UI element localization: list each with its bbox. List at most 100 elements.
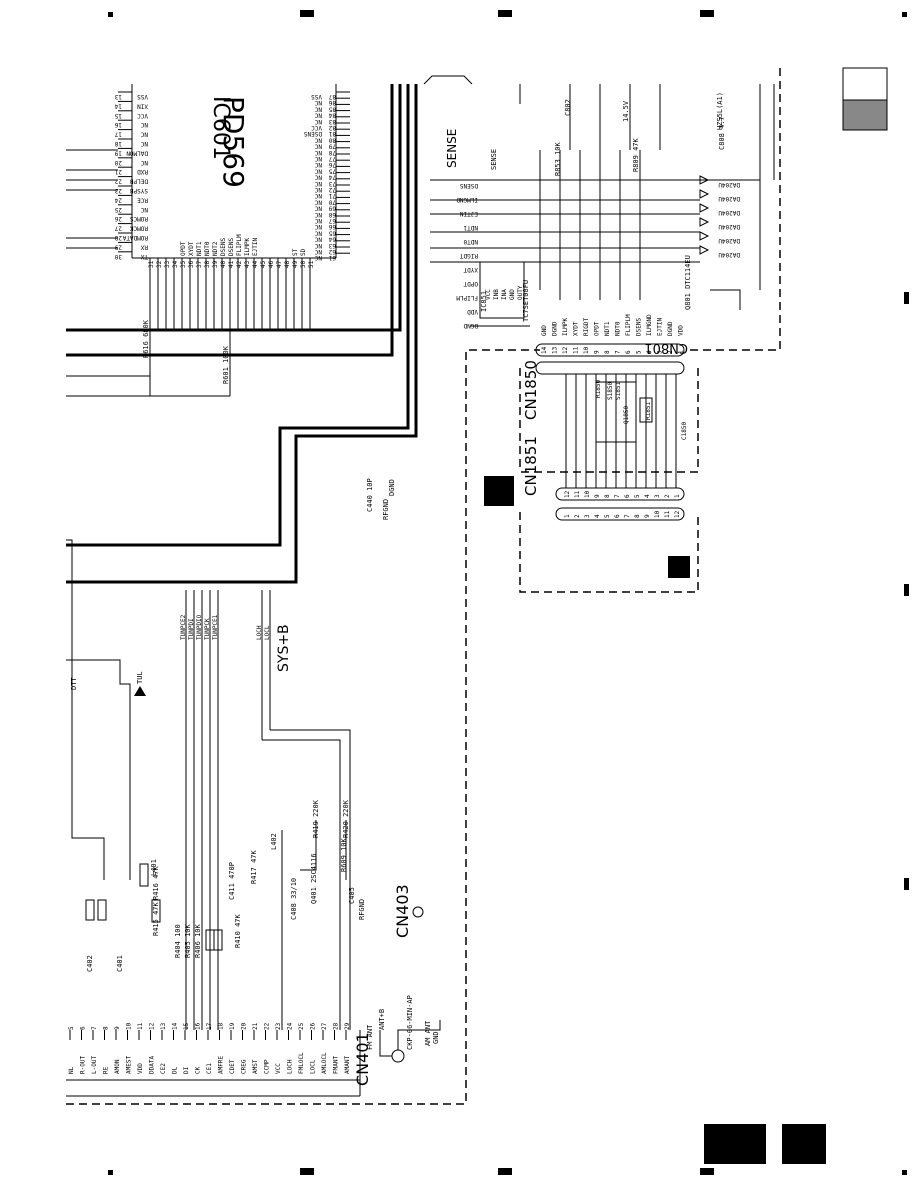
diode-label: DA204U (718, 209, 740, 216)
ic601-left-pin-name: XIN (137, 102, 148, 109)
cn401-pin-name: AMFRE (218, 1056, 225, 1074)
ic601-right-pin-name: NC (314, 143, 322, 150)
ic851-ref: IC851 (480, 291, 488, 312)
ic601-right-pin-name: NC (314, 186, 322, 193)
ic601-right-pin-name: NC (314, 242, 322, 249)
tuner-signal-label: TUNPDI (188, 618, 195, 640)
ic601-right-pin-name: NC (314, 99, 322, 106)
cn801-signal: RIGDT (583, 318, 590, 336)
cn401-pin-name: AMON (114, 1059, 121, 1074)
cn401-pin-num: 20 (241, 1022, 248, 1030)
ic601-right-pin-name: NC (314, 254, 322, 261)
ic601-left-pin-num: 14 (114, 102, 122, 109)
cn801-pin-num: 8 (604, 350, 611, 354)
cn801-pin-num: 13 (552, 346, 559, 354)
cn1851-pin-num: 10 (584, 490, 591, 498)
cn401-pin-name: CDET (229, 1059, 236, 1074)
ic601-right-pin-name: NC (314, 205, 322, 212)
ic601-right-pin-name: NC (314, 248, 322, 255)
l401-label: L401 (150, 859, 158, 876)
cn401-pin-num: 9 (114, 1026, 121, 1030)
diode-symbol (699, 217, 710, 227)
cn1851-pin-num: 3 (654, 494, 661, 498)
ic601-left-pin-num: 23 (114, 187, 122, 194)
cn801-pins: 14GND13DGND12ILMPK11XYDT10RIGDT9OPDT8NDT… (541, 314, 685, 354)
cn801-pin-num: 2 (667, 350, 674, 354)
ic601-right-pins: 87VSS86NC85NC84NC83NC82VCC81DSENS80NC79N… (304, 91, 350, 261)
cn801-signal: NDT1 (604, 321, 611, 336)
cn401-pin-num: 11 (137, 1022, 144, 1030)
right-signal-label: NDT1 (463, 224, 478, 231)
tuner-signal-label: TUNPDIO (196, 614, 203, 640)
ic601-bottom-pin-name: SD (300, 248, 307, 256)
cn401-pin-name: FMANT (333, 1056, 340, 1074)
ic601-bottom-pin-name: DSENS (228, 238, 235, 256)
ic601-left-pin-num: 19 (114, 149, 122, 156)
cn401-pin-num: 19 (229, 1022, 236, 1030)
cn1851b-pin-num: 2 (574, 514, 581, 518)
ic601-right-pin-num: 79 (328, 143, 336, 150)
cn401-pin-num: 29 (344, 1022, 351, 1030)
cn401-pin-num: 12 (149, 1022, 156, 1030)
ic601-right-pin-num: 84 (328, 112, 336, 119)
marker-block-2 (668, 556, 690, 578)
ic601-left-pin-name: RXD (137, 168, 148, 175)
am-ant-label: AM ANT (424, 1020, 432, 1046)
tuner-signal-label: LOCH (256, 625, 263, 640)
tuner-area (66, 539, 441, 1097)
ic601-part: PD569 (217, 96, 250, 188)
cn401-pin-name: L-OUT (91, 1056, 98, 1074)
cn801-pin-num: 7 (615, 350, 622, 354)
rfgnd2-label: RFGND (358, 899, 366, 920)
cn401-pin-name: LOCL (310, 1059, 317, 1074)
component-labels: R616 680K R601 100K C440 10P RFGND DGND … (70, 319, 440, 1050)
ic601-bottom-pin-name: NDT0 (204, 241, 211, 256)
ic601-left-pin-name: DALMON (126, 149, 148, 156)
cn801-pin-num: 4 (646, 350, 653, 354)
cn801-pin-num: 3 (657, 350, 664, 354)
ant-eq-label: ANT+B (378, 1009, 386, 1030)
cn801-signal: FLIPLM (625, 314, 632, 336)
hz-label: HZS5L(A1) (716, 92, 724, 130)
ic601-right-pin-num: 71 (328, 192, 336, 199)
cn801-label: CN801 (644, 340, 688, 355)
diode-symbol (699, 189, 710, 199)
ic601-bottom-pin-name: ST (292, 248, 299, 256)
rfgnd-label: RFGND (382, 499, 390, 520)
ic601-bottom-pin-num: 48 (284, 260, 291, 268)
ic601-right-pin-name: NC (314, 112, 322, 119)
ic601-left-pin-num: 20 (114, 159, 122, 166)
frame-ticks (108, 10, 909, 1175)
ic601-right-pin-num: 73 (328, 180, 336, 187)
ic601-left-pin-name: RX (140, 243, 148, 250)
ic601-right-pin-name: NC (314, 223, 322, 230)
ic601-bottom-pin-num: 44 (252, 260, 259, 268)
cn801-pin-num: 9 (594, 350, 601, 354)
cn1851-pin-num: 8 (604, 494, 611, 498)
ic601-left-pin-name: ROMCK (130, 225, 148, 232)
ic601-right-pin-num: 85 (328, 105, 336, 112)
right-signal-label: NDT0 (463, 238, 478, 245)
cn403-label: CN403 (393, 884, 412, 938)
ic601-bottom-pin-num: 50 (300, 260, 307, 268)
ic601-ref: IC601 (208, 96, 233, 160)
cn401-pin-num: 6 (80, 1026, 87, 1030)
cn1851b-pin-num: 9 (644, 514, 651, 518)
ic601-left-pin-num: 27 (114, 225, 122, 232)
r416-label: R416 47K (152, 865, 160, 900)
cn1851b-pin-num: 4 (594, 514, 601, 518)
board-outline (66, 64, 781, 1105)
tuner-signal-label: TUNPCE1 (212, 614, 219, 640)
cn1851-pin-num: 9 (594, 494, 601, 498)
cn401-pin-num: 17 (206, 1022, 213, 1030)
cn401-pin-num: 27 (321, 1022, 328, 1030)
syshb-label: SYS+B (276, 624, 292, 672)
cn801-signal: DGND (667, 321, 674, 336)
cn401-pin-name: FMLOCL (298, 1052, 305, 1074)
dtt-label: DTT (70, 677, 78, 690)
cn401-pin-num: 26 (310, 1022, 317, 1030)
ic601-bottom-pin-num: 31 (148, 260, 155, 268)
ic601-left-pin-name: NC (140, 140, 148, 147)
